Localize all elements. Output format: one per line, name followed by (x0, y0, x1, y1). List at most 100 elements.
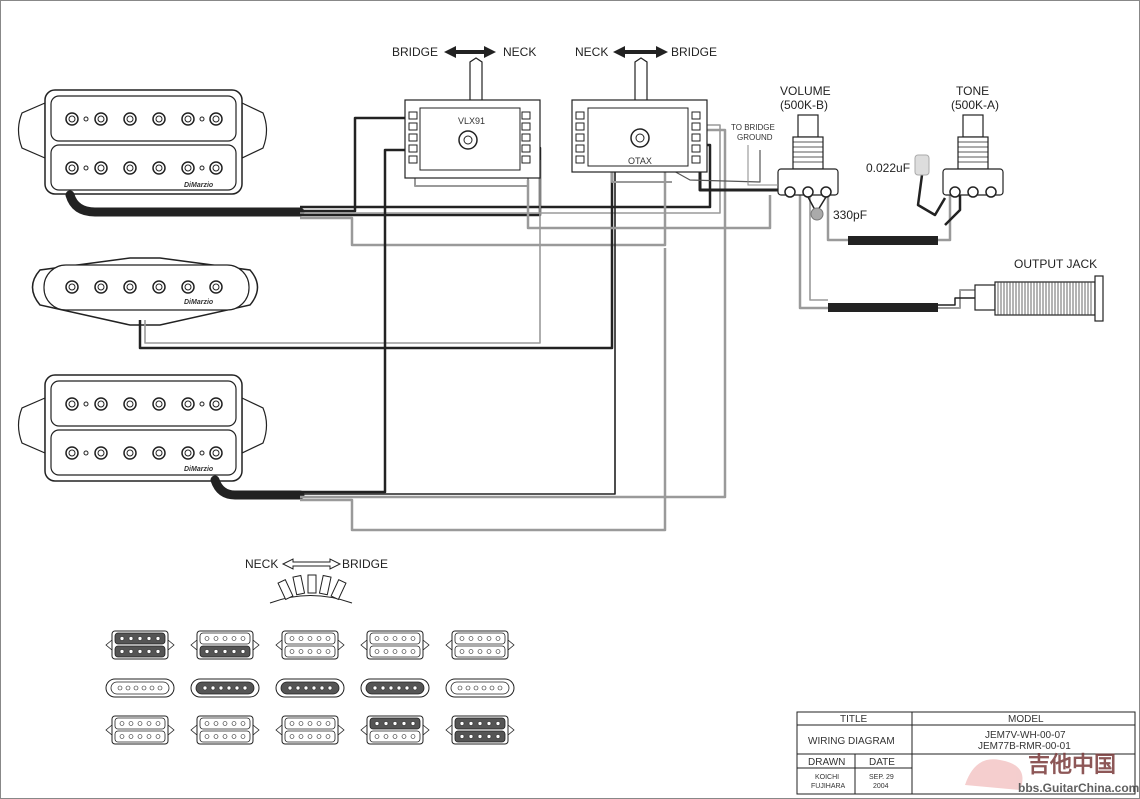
bridge-ground-label-1: TO BRIDGE (731, 123, 775, 132)
mini-humbucker (275, 715, 345, 745)
switch-lug (408, 155, 418, 164)
switch-lug (521, 133, 531, 142)
switch-lug (691, 111, 701, 120)
humbucker-pickup-bottom: DiMarzio (17, 374, 268, 482)
mini-humbucker (190, 630, 260, 660)
title-value: WIRING DIAGRAM (808, 736, 895, 747)
pole-piece-inner (184, 400, 192, 408)
switch-lug (691, 144, 701, 153)
switch-lug (691, 155, 701, 164)
mini-humbucker (360, 630, 430, 660)
date-line-2: 2004 (873, 783, 889, 790)
pole-piece-inner (97, 164, 105, 172)
pole-piece-inner (97, 115, 105, 123)
pole-piece-inner (155, 449, 163, 457)
pole-piece-inner (97, 283, 105, 291)
mini-humbucker (190, 715, 260, 745)
tone-cap-label: 0.022uF (866, 161, 910, 175)
switch1-left-label: BRIDGE (392, 45, 438, 59)
pole-piece-inner (184, 283, 192, 291)
selector-left-label: NECK (245, 557, 278, 571)
date-line-1: SEP. 29 (869, 774, 894, 781)
pole-piece-inner (155, 164, 163, 172)
switch-lug (408, 111, 418, 120)
pole-piece-inner (184, 115, 192, 123)
tone-label: TONE (956, 84, 989, 98)
pole-piece-inner (68, 449, 76, 457)
switch2-right-label: BRIDGE (671, 45, 717, 59)
screw (83, 450, 89, 456)
pickup-brand: DiMarzio (184, 299, 214, 306)
switch-lug (691, 133, 701, 142)
switch-lug (575, 111, 585, 120)
volume-pot (777, 114, 839, 221)
pole-piece-inner (126, 400, 134, 408)
output-jack (974, 275, 1104, 322)
svg-text:吉他中国: 吉他中国 (1028, 752, 1116, 777)
drawn-line-2: FUJIHARA (811, 783, 846, 790)
screw (199, 401, 205, 407)
bridge-ground-label-2: GROUND (737, 133, 773, 142)
pole-piece-inner (126, 283, 134, 291)
drawn-line-1: KOICHI (815, 774, 839, 781)
switch-lug (521, 155, 531, 164)
switch-lug (521, 111, 531, 120)
humbucker-pickup-top: DiMarzio (17, 89, 268, 195)
pole-piece-inner (97, 449, 105, 457)
treble-cap-label: 330pF (833, 208, 867, 222)
selector-right-label: BRIDGE (342, 557, 388, 571)
mini-single-coil (360, 678, 430, 698)
mini-single-coil (445, 678, 515, 698)
screw (199, 116, 205, 122)
pole-piece-inner (68, 283, 76, 291)
pole-piece-inner (68, 400, 76, 408)
screw (83, 401, 89, 407)
switch-vlx91: VLX91 (404, 57, 541, 179)
pickup-positions-grid (105, 630, 515, 745)
double-arrow-icon (444, 46, 496, 58)
volume-label: VOLUME (780, 84, 831, 98)
pole-piece-inner (155, 283, 163, 291)
mini-humbucker (360, 715, 430, 745)
shielded-cable-output (828, 303, 938, 312)
wires (138, 116, 975, 532)
switch-lug (521, 144, 531, 153)
switch-lug (575, 122, 585, 131)
pole-piece-inner (184, 164, 192, 172)
pole-piece-inner (155, 400, 163, 408)
pole-piece-inner (126, 164, 134, 172)
switch-lug (408, 133, 418, 142)
double-arrow-icon (613, 46, 668, 58)
switch2-name: OTAX (628, 156, 652, 166)
switch-lug (575, 144, 585, 153)
bridge-ground-wire (747, 145, 778, 186)
model-line-2: JEM77B-RMR-00-01 (978, 741, 1071, 752)
selector-fan-icon (269, 574, 353, 604)
mini-single-coil (190, 678, 260, 698)
mini-single-coil (275, 678, 345, 698)
mini-single-coil (105, 678, 175, 698)
mini-humbucker (105, 715, 175, 745)
volume-value: (500K-B) (780, 98, 828, 112)
switch-lug (408, 144, 418, 153)
switch-lug (575, 133, 585, 142)
drawn-header: DRAWN (808, 757, 845, 768)
pole-piece-inner (212, 115, 220, 123)
switch1-right-label: NECK (503, 45, 536, 59)
switch-lug (408, 122, 418, 131)
svg-text:bbs.GuitarChina.com: bbs.GuitarChina.com (1018, 781, 1139, 795)
pole-piece-inner (97, 400, 105, 408)
pole-piece-inner (68, 115, 76, 123)
cable-top-pickup (65, 190, 305, 217)
cable-bottom-pickup (210, 475, 305, 500)
switch-lug (575, 155, 585, 164)
screw (199, 450, 205, 456)
pole-piece-inner (184, 449, 192, 457)
tone-pot (942, 114, 1004, 198)
tone-capacitor (914, 154, 930, 176)
switch-lug (691, 122, 701, 131)
shielded-cable-tone (848, 236, 938, 245)
screw (83, 116, 89, 122)
watermark-logo: 吉他中国 bbs.GuitarChina.com (965, 752, 1139, 795)
